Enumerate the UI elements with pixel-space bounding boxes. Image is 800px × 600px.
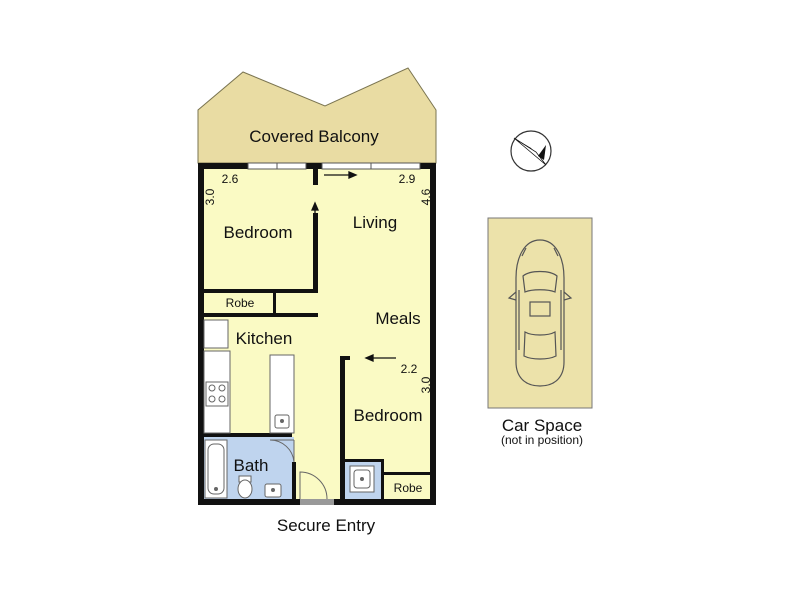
wall-robe2-top: [384, 472, 430, 475]
wall-bed1-bottom: [204, 289, 318, 293]
entry-door-swing: [299, 471, 328, 500]
ensuite-sink-icon: [349, 465, 375, 493]
sink-icon: [274, 414, 290, 429]
balcony-area: [197, 67, 437, 164]
wall-left: [198, 163, 204, 505]
sink-icon: [264, 483, 282, 498]
wall-right: [430, 163, 436, 505]
wall-ensuite-right: [381, 459, 384, 501]
bath-label: Bath: [234, 456, 269, 475]
wall-bed2-top: [340, 356, 350, 360]
car-space: Car Space (not in position): [487, 217, 593, 447]
wall-bed2-left: [340, 356, 345, 501]
wall-top-left: [198, 163, 248, 169]
bedroom-2-label: Bedroom: [354, 406, 423, 425]
wall-bottom-left: [198, 499, 300, 505]
car-space-title: Car Space: [502, 416, 582, 435]
wall-bed1-top-stub: [313, 169, 318, 185]
wall-bottom-right: [334, 499, 436, 505]
slide-arrows: [311, 171, 396, 362]
bathtub-icon: [204, 439, 228, 499]
wall-top-right: [420, 163, 436, 169]
car-space-area: [487, 217, 593, 409]
car-space-note: (not in position): [501, 433, 583, 447]
kitchen-cabinet-top: [203, 319, 229, 349]
robe-2-label: Robe: [394, 481, 423, 495]
wall-top-mid: [306, 163, 322, 169]
toilet-icon: [237, 475, 253, 499]
living-width: 2.9: [399, 172, 416, 186]
kitchen-fittings: [203, 319, 295, 434]
living-depth: 4.6: [419, 188, 433, 205]
balcony: Covered Balcony: [197, 67, 437, 164]
doors: [269, 439, 334, 505]
bedroom-1-depth: 3.0: [203, 188, 217, 205]
bedroom-1-width: 2.6: [222, 172, 239, 186]
robe-1-label: Robe: [226, 296, 255, 310]
balcony-windows: [247, 162, 421, 170]
stove-icon: [205, 381, 229, 407]
secure-entry-label: Secure Entry: [277, 516, 376, 535]
balcony-label: Covered Balcony: [249, 127, 379, 146]
wall-robe1-bottom: [204, 313, 318, 317]
wall-bath-right: [292, 462, 296, 500]
car-icon: [507, 239, 573, 387]
wall-robe1-divider: [273, 289, 276, 317]
bedroom-2-width: 2.2: [401, 362, 418, 376]
kitchen-label: Kitchen: [236, 329, 293, 348]
bedroom-1-label: Bedroom: [224, 223, 293, 242]
living-label: Living: [353, 213, 397, 232]
meals-label: Meals: [375, 309, 420, 328]
wall-bed1-right: [313, 213, 318, 293]
bath-fittings: [204, 439, 375, 499]
bedroom-2-depth: 3.0: [419, 376, 433, 393]
compass-icon: [510, 130, 552, 172]
walls: [198, 163, 436, 505]
wall-bath-top: [204, 433, 292, 437]
entry-threshold: [300, 499, 334, 505]
wall-ensuite-top: [343, 459, 383, 462]
